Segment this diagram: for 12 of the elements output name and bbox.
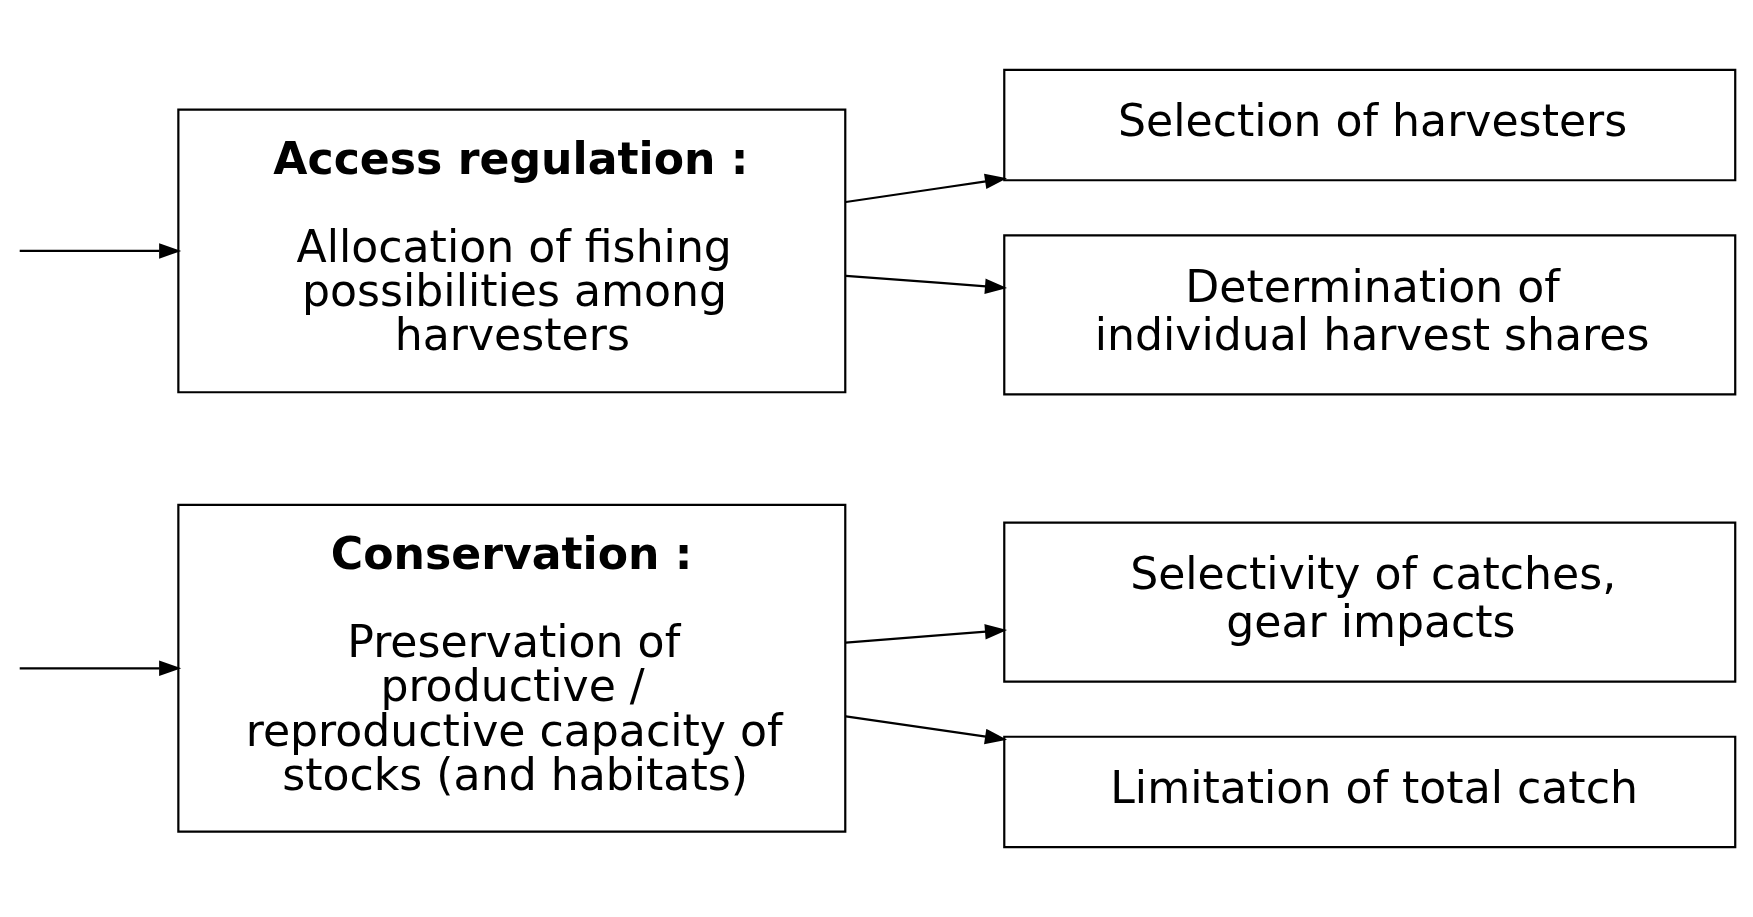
arrow [845,173,1008,204]
arrow [845,624,1008,644]
arrow [19,243,182,259]
arrow [845,715,1008,745]
arrow [19,660,182,677]
arrow [845,274,1008,294]
node-box: Conservation : Preservation of productive / reproductive capacity of stocks (and habitats) [177,503,847,833]
node-box: Access regulation : Allocation of fishing possibilities among harvesters [177,108,847,394]
node-box: Selection of harvesters [1003,68,1737,182]
node-box: Limitation of total catch [1003,735,1737,849]
node-box: Determination of individual harvest shares [1003,234,1737,396]
node-box: Selectivity of catches, gear impacts [1003,521,1737,683]
